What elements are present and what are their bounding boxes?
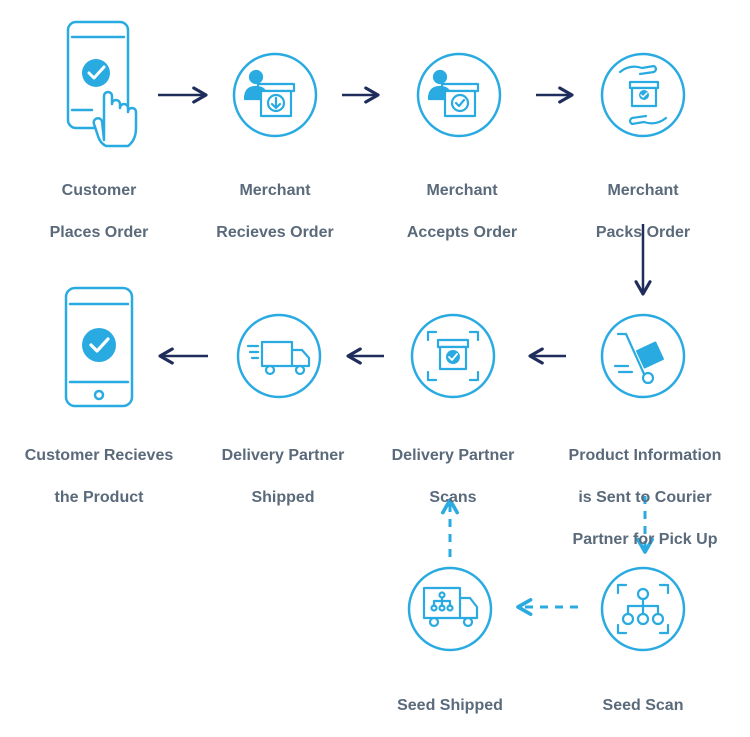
label-merchant-receives-order: Merchant Recieves Order (216, 182, 334, 241)
scan-network-icon (600, 566, 686, 652)
scan-box-icon (410, 313, 496, 399)
hand-truck-icon (600, 313, 686, 399)
delivery-truck-icon (236, 313, 322, 399)
label-merchant-packs-order: Merchant Packs Order (595, 182, 691, 241)
order-flow-diagram (64, 20, 686, 652)
merchant-box-check-icon (416, 52, 502, 138)
label-customer-receives-product: Customer Recieves the Product (24, 447, 174, 506)
label-customer-places-order: Customer Places Order (49, 182, 149, 241)
label-merchant-accepts-order: Merchant Accepts Order (406, 182, 518, 241)
label-product-info-sent: Product Information is Sent to Courier P… (568, 447, 722, 548)
truck-network-icon (407, 566, 493, 652)
phone-check-icon (64, 286, 134, 408)
merchant-box-download-icon (232, 52, 318, 138)
hands-box-icon (600, 52, 686, 138)
label-delivery-partner-scans: Delivery Partner Scans (391, 447, 515, 506)
label-seed-shipped: Seed Shipped (397, 697, 503, 714)
phone-tap-check-icon (66, 20, 138, 148)
label-delivery-partner-shipped: Delivery Partner Shipped (221, 447, 345, 506)
label-seed-scan: Seed Scan (602, 697, 684, 714)
